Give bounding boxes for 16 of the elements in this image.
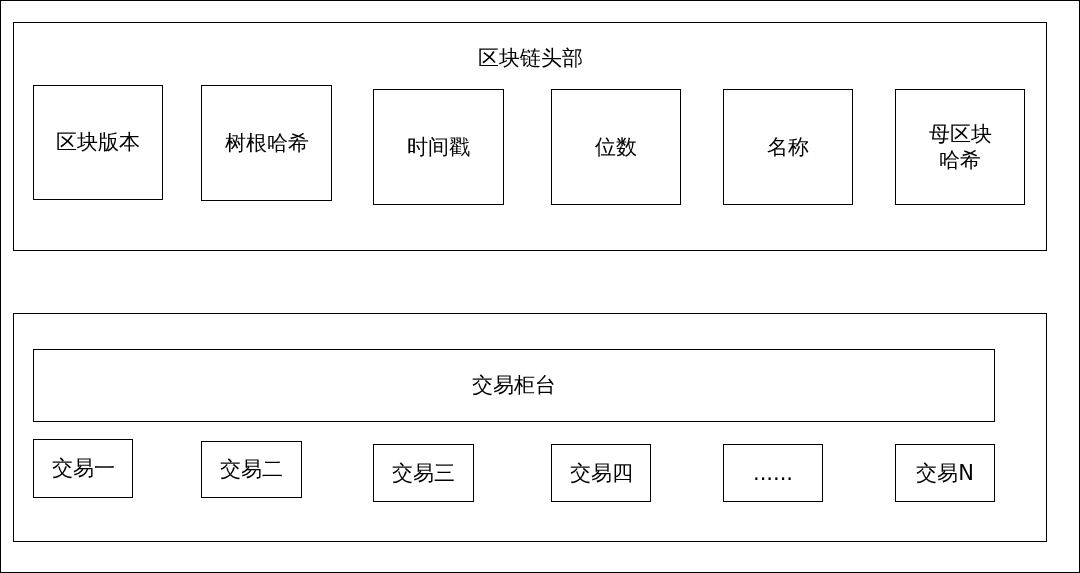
header-box [13,22,1047,251]
field-box: 树根哈希 [201,85,332,201]
transaction-box: 交易四 [551,444,651,502]
heading-text: 区块链头部 [477,45,583,72]
body-box [13,313,1047,542]
transaction-box: 交易三 [373,444,474,502]
transaction-box: ...... [723,444,823,502]
field-box: 位数 [551,89,681,205]
transaction-box: 交易一 [33,439,133,498]
field-box: 区块版本 [33,85,163,200]
transaction-box: 交易二 [201,441,302,498]
transaction-box: 交易N [895,444,995,502]
field-box: 名称 [723,89,853,205]
field-box: 母区块哈希 [895,89,1025,205]
counter-box: 交易柜台 [33,349,995,422]
field-box: 时间戳 [373,89,504,205]
